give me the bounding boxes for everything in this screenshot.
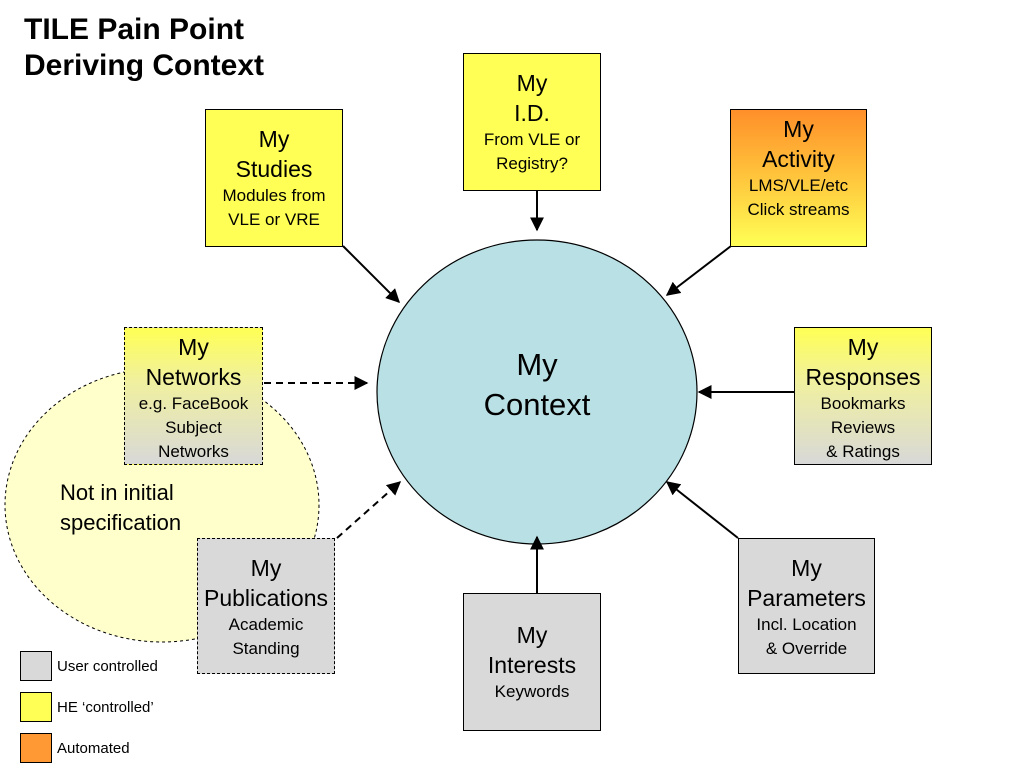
- node-title: Studies: [235, 156, 313, 182]
- node-my-activity: My Activity LMS/VLE/etc Click streams: [730, 109, 867, 247]
- node-title: My: [847, 334, 879, 360]
- node-my-studies: My Studies Modules from VLE or VRE: [205, 109, 343, 247]
- arrow-studies: [342, 245, 400, 303]
- node-my-interests: My Interests Keywords: [463, 593, 601, 731]
- node-title: My: [250, 555, 282, 581]
- title-line-2: Deriving Context: [24, 49, 265, 82]
- node-title: My: [516, 622, 548, 648]
- node-detail: Networks: [158, 442, 229, 461]
- node-detail: From VLE or: [483, 130, 581, 149]
- node-title: My: [783, 116, 814, 142]
- node-detail: Academic: [228, 615, 304, 634]
- note-line-1: Not in initial: [60, 480, 174, 505]
- arrow-activity: [665, 245, 732, 296]
- not-in-initial-spec-note: Not in initial specification: [60, 478, 181, 538]
- node-detail: VLE or VRE: [228, 210, 320, 229]
- node-detail: Standing: [232, 639, 300, 658]
- node-my-responses: My Responses Bookmarks Reviews & Ratings: [794, 327, 932, 465]
- context-label-line-2: Context: [483, 387, 591, 422]
- note-line-2: specification: [60, 510, 182, 535]
- node-title: Activity: [762, 146, 835, 172]
- legend-swatch-automated: [20, 733, 52, 763]
- node-detail: e.g. FaceBook: [138, 394, 249, 413]
- node-title: My: [258, 126, 290, 152]
- arrow-publications: [336, 481, 402, 539]
- legend-swatch-he-controlled: [20, 692, 52, 722]
- node-my-publications: My Publications Academic Standing: [197, 538, 335, 674]
- node-detail: Bookmarks: [820, 394, 906, 413]
- slide-title: TILE Pain Point Deriving Context: [24, 12, 264, 84]
- node-detail: & Override: [765, 639, 848, 658]
- node-title: My: [791, 555, 822, 581]
- node-title: Publications: [203, 585, 329, 611]
- legend-label-automated: Automated: [57, 740, 130, 757]
- node-my-parameters: My Parameters Incl. Location & Override: [738, 538, 875, 674]
- node-title: Responses: [805, 364, 921, 390]
- legend-label-user-controlled: User controlled: [57, 658, 158, 675]
- node-my-id: My I.D. From VLE or Registry?: [463, 53, 601, 191]
- node-detail: Registry?: [496, 154, 568, 173]
- node-title: I.D.: [514, 100, 550, 126]
- node-title: Parameters: [747, 585, 866, 611]
- node-detail: & Ratings: [826, 442, 900, 461]
- node-my-networks: My Networks e.g. FaceBook Subject Networ…: [124, 327, 263, 465]
- title-line-1: TILE Pain Point: [24, 13, 245, 46]
- node-title: Networks: [145, 364, 242, 390]
- node-detail: Keywords: [494, 682, 570, 701]
- node-title: Interests: [487, 652, 577, 678]
- node-title: My: [178, 334, 209, 360]
- node-detail: Click streams: [747, 200, 850, 219]
- legend-label-he-controlled: HE ‘controlled’: [57, 699, 154, 716]
- node-detail: Modules from: [222, 186, 326, 205]
- legend-swatch-user-controlled: [20, 651, 52, 681]
- node-detail: Incl. Location: [756, 615, 857, 634]
- node-title: My: [516, 70, 548, 96]
- node-detail: Subject: [165, 418, 222, 437]
- context-label: My Context: [378, 345, 696, 425]
- node-detail: Reviews: [830, 418, 896, 437]
- arrow-parameters: [665, 481, 739, 539]
- node-detail: LMS/VLE/etc: [748, 176, 849, 195]
- context-label-line-1: My: [516, 347, 558, 382]
